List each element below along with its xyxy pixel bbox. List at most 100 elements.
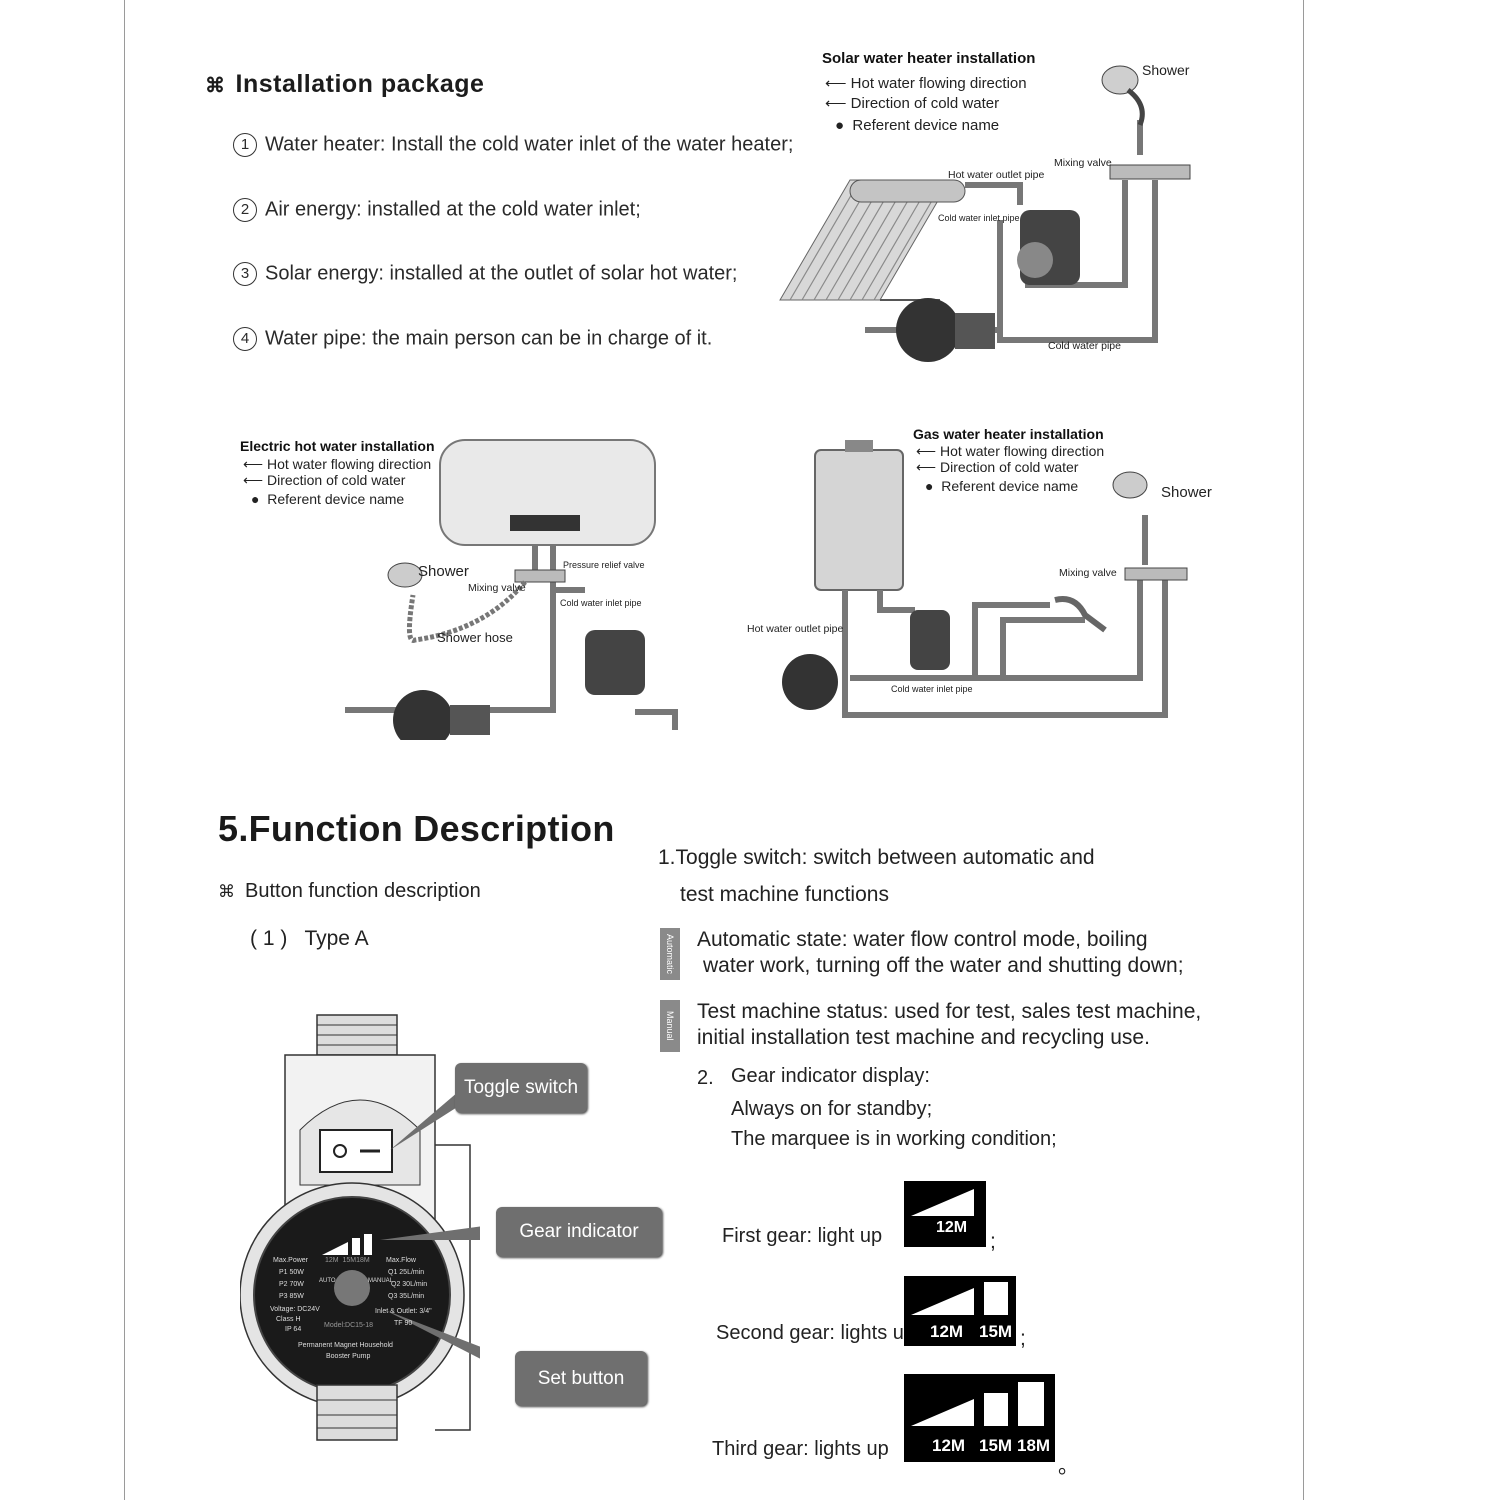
automatic-tag: Automatic bbox=[660, 928, 680, 980]
gear-indicator-callout: Gear indicator bbox=[496, 1207, 662, 1257]
solar-legend-hot: ⟵ Hot water flowing direction bbox=[825, 74, 1027, 92]
power-3: P3 85W bbox=[279, 1293, 304, 1300]
electric-legend-cold: ⟵ Direction of cold water bbox=[243, 472, 405, 489]
electric-diagram: Electric hot water installation ⟵ Hot wa… bbox=[235, 430, 700, 740]
electric-mixing-valve-label: Mixing valve bbox=[468, 582, 526, 594]
arrow-left-icon: ⟵ bbox=[243, 472, 267, 488]
button-function-heading: ⌘Button function description bbox=[218, 880, 481, 903]
electric-legend-hot: ⟵ Hot water flowing direction bbox=[243, 456, 431, 473]
first-gear-indicator: 12M bbox=[904, 1181, 986, 1247]
gear-label-12m: 12M bbox=[936, 1219, 967, 1237]
gas-diagram-title: Gas water heater installation bbox=[913, 426, 1104, 442]
second-gear-indicator: 12M 15M bbox=[904, 1276, 1016, 1346]
electric-diagram-title: Electric hot water installation bbox=[240, 438, 435, 454]
model-label: Model:DC15-18 bbox=[324, 1322, 373, 1329]
toggle-desc-line2: test machine functions bbox=[680, 883, 889, 907]
flow-2: Q2 30L/min bbox=[391, 1281, 427, 1288]
gear-label-15m: 15M bbox=[979, 1436, 1012, 1456]
solar-diagram-title: Solar water heater installation bbox=[822, 50, 1035, 67]
manual-desc-line1: Test machine status: used for test, sale… bbox=[697, 1000, 1201, 1024]
gas-hot-outlet-label: Hot water outlet pipe bbox=[747, 623, 843, 635]
third-gear-text: Third gear: lights up bbox=[712, 1438, 889, 1461]
gas-cold-inlet-label: Cold water inlet pipe bbox=[891, 684, 973, 694]
arrow-left-icon: ⟵ bbox=[243, 456, 267, 472]
inlet-label: Inlet & Outlet: 3/4" bbox=[375, 1308, 432, 1315]
bullet-icon: ● bbox=[251, 491, 267, 507]
gear-label-15m: 15M bbox=[979, 1322, 1012, 1342]
solar-legend-device: ● Referent device name bbox=[835, 117, 999, 134]
arrow-left-icon: ⟵ bbox=[916, 443, 940, 459]
third-gear-indicator: 12M 15M 18M bbox=[904, 1374, 1055, 1462]
gas-diagram: Gas water heater installation ⟵ Hot wate… bbox=[745, 420, 1235, 745]
max-flow-label: Max.Flow bbox=[386, 1257, 416, 1264]
electric-pressure-relief-label: Pressure relief valve bbox=[563, 560, 645, 570]
electric-legend-device: ● Referent device name bbox=[251, 491, 404, 507]
gear-desc-line3: The marquee is in working condition; bbox=[731, 1128, 1057, 1151]
arrow-left-icon: ⟵ bbox=[825, 95, 851, 112]
max-power-label: Max.Power bbox=[273, 1257, 308, 1264]
left-margin-line bbox=[124, 0, 125, 1500]
bullet-icon: ● bbox=[925, 478, 941, 494]
power-1: P1 50W bbox=[279, 1269, 304, 1276]
right-margin-line bbox=[1303, 0, 1304, 1500]
solar-hot-outlet-label: Hot water outlet pipe bbox=[948, 169, 1044, 181]
ip-label: IP 64 bbox=[285, 1326, 301, 1333]
installation-heading: ⌘Installation package bbox=[205, 70, 484, 99]
class-label: Class H bbox=[276, 1316, 301, 1323]
function-title: 5.Function Description bbox=[218, 808, 615, 850]
pump-name-2: Booster Pump bbox=[326, 1353, 370, 1360]
tf-label: TF 90 bbox=[394, 1320, 412, 1327]
electric-shower-label: Shower bbox=[418, 563, 469, 580]
second-gear-text: Second gear: lights up bbox=[716, 1322, 915, 1345]
gas-legend-device: ● Referent device name bbox=[925, 478, 1078, 494]
gas-shower-label: Shower bbox=[1161, 484, 1212, 501]
solar-legend-cold: ⟵ Direction of cold water bbox=[825, 94, 999, 112]
pump-face-text: Max.Power P1 50W P2 70W P3 85W 12M 15M18… bbox=[240, 1010, 480, 1450]
command-icon: ⌘ bbox=[205, 75, 226, 97]
manual-tag: Manual bbox=[660, 1000, 680, 1052]
gas-legend-cold: ⟵ Direction of cold water bbox=[916, 459, 1078, 476]
solar-diagram: Solar water heater installation ⟵ Hot wa… bbox=[770, 45, 1240, 380]
gear-desc-line2: Always on for standby; bbox=[731, 1098, 932, 1121]
command-icon: ⌘ bbox=[218, 882, 235, 901]
voltage-label: Voltage: DC24V bbox=[270, 1306, 320, 1313]
solar-cold-inlet-label: Cold water inlet pipe bbox=[938, 213, 1020, 223]
toggle-switch-callout: Toggle switch bbox=[455, 1063, 587, 1113]
gear-desc-number: 2. bbox=[697, 1067, 714, 1090]
automatic-desc-line2: water work, turning off the water and sh… bbox=[703, 954, 1184, 978]
electric-cold-inlet-label: Cold water inlet pipe bbox=[560, 598, 642, 608]
pump-name-1: Permanent Magnet Household bbox=[298, 1342, 393, 1349]
gas-legend-hot: ⟵ Hot water flowing direction bbox=[916, 443, 1104, 460]
gear-label-12m: 12M bbox=[932, 1436, 965, 1456]
flow-1: Q1 25L/min bbox=[388, 1269, 424, 1276]
toggle-desc-line1: 1.Toggle switch: switch between automati… bbox=[658, 846, 1095, 870]
set-button-callout: Set button bbox=[515, 1351, 647, 1406]
first-gear-text: First gear: light up bbox=[722, 1225, 882, 1248]
gear-label-12m: 12M bbox=[930, 1322, 963, 1342]
flow-3: Q3 35L/min bbox=[388, 1293, 424, 1300]
third-gear-end: 。 bbox=[1058, 1450, 1079, 1480]
solar-cold-pipe-label: Cold water pipe bbox=[1048, 340, 1121, 352]
solar-shower-label: Shower bbox=[1142, 62, 1189, 78]
manual-desc-line2: initial installation test machine and re… bbox=[697, 1026, 1150, 1050]
automatic-desc-line1: Automatic state: water flow control mode… bbox=[697, 928, 1148, 952]
gas-mixing-valve-label: Mixing valve bbox=[1059, 567, 1117, 579]
bullet-icon: ● bbox=[835, 117, 852, 134]
solar-mixing-valve-label: Mixing valve bbox=[1054, 157, 1112, 169]
gear-desc-line1: Gear indicator display: bbox=[731, 1065, 930, 1088]
manual-label: MANUAL bbox=[368, 1278, 393, 1284]
pump-illustration: Max.Power P1 50W P2 70W P3 85W 12M 15M18… bbox=[240, 1010, 480, 1450]
auto-label: AUTO bbox=[319, 1278, 336, 1284]
first-gear-end: ; bbox=[990, 1230, 996, 1254]
electric-shower-hose-label: Shower hose bbox=[437, 630, 513, 645]
arrow-left-icon: ⟵ bbox=[916, 459, 940, 475]
second-gear-end: ; bbox=[1020, 1327, 1026, 1351]
type-a-label: ( 1 ) Type A bbox=[250, 927, 369, 951]
arrow-left-icon: ⟵ bbox=[825, 75, 851, 92]
head-labels: 12M 15M18M bbox=[325, 1257, 370, 1264]
gear-label-18m: 18M bbox=[1017, 1436, 1050, 1456]
